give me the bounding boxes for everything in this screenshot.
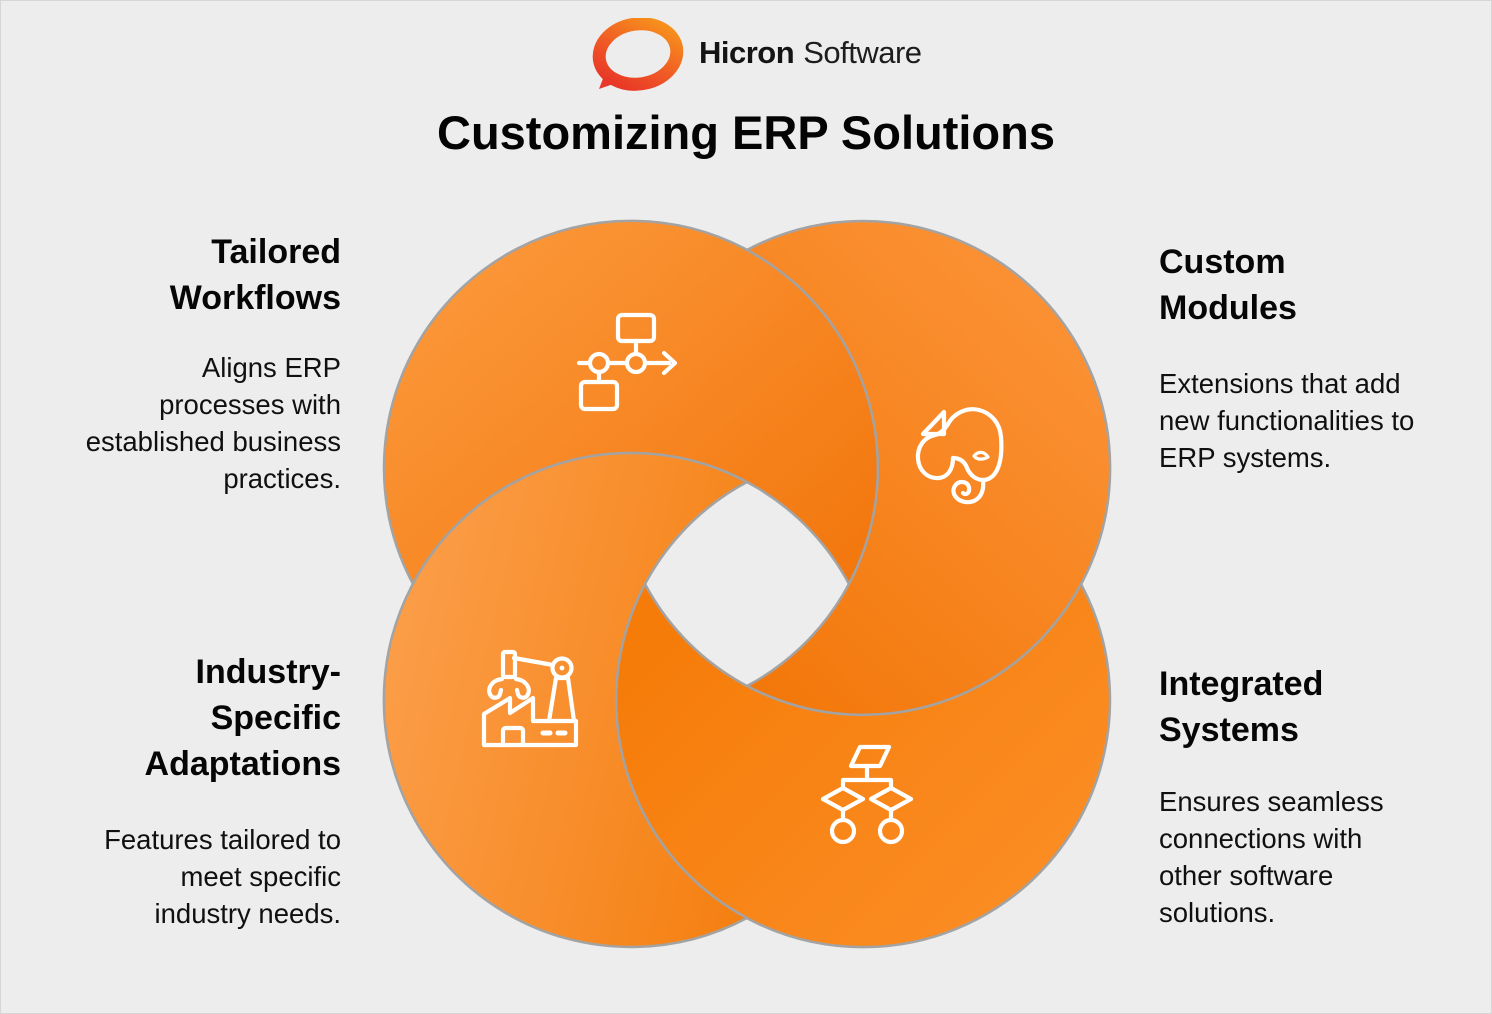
pinwheel-blades [382,219,1112,949]
logo-ring [592,18,684,91]
feature-body: Ensures seamless connections with other … [1159,786,1384,928]
feature-body: Features tailored to meet specific indus… [104,824,341,929]
feature-body: Aligns ERP processes with established bu… [85,352,341,494]
feature-tailored-workflows: Tailored Workflows Aligns ERP processes … [31,229,341,497]
brand-light: Software [803,35,922,70]
feature-heading: Tailored Workflows [169,233,341,317]
factory-robot-icon [481,649,579,748]
feature-custom-modules: Custom Modules Extensions that add new f… [1159,239,1489,476]
brand-bold: Hicron [699,35,795,70]
page-title: Customizing ERP Solutions [437,106,1055,159]
feature-heading: Integrated Systems [1159,665,1324,749]
feature-heading: Industry- Specific Adaptations [144,653,341,783]
feature-industry-specific-adaptations: Industry- Specific Adaptations Features … [31,649,341,932]
blade-bottom-left [382,451,750,949]
hicron-logo-icon [592,18,684,91]
feature-body: Extensions that add new functionalities … [1159,368,1415,473]
workflow-icon [576,312,678,412]
elephant-icon [915,407,1004,505]
speech-bubble-ring-icon [592,18,684,91]
feature-integrated-systems: Integrated Systems Ensures seamless conn… [1159,661,1489,931]
feature-heading: Custom Modules [1159,243,1297,327]
hierarchy-icon [820,744,914,845]
